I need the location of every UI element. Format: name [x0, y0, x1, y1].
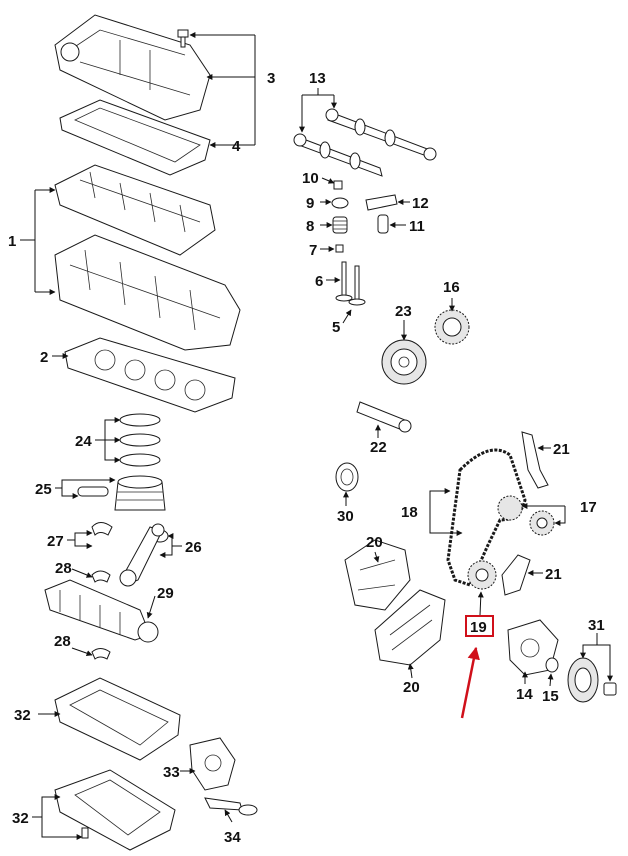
water-pump-gasket-part[interactable]	[545, 657, 559, 673]
highlight-box	[465, 615, 494, 637]
exhaust-sprocket-part[interactable]	[497, 495, 523, 521]
callout-3: 3	[267, 70, 275, 87]
chain-guide-lower-part[interactable]	[501, 554, 531, 596]
callout-31: 31	[588, 617, 605, 634]
main-bearing-upper-part[interactable]	[91, 570, 111, 583]
rod-bearing-part[interactable]	[91, 522, 113, 536]
lash-adjuster-part[interactable]	[377, 214, 389, 234]
callout-32b: 32	[12, 810, 29, 827]
cylinder-head-part[interactable]	[54, 164, 216, 256]
callout-16: 16	[443, 279, 460, 296]
callout-34: 34	[224, 829, 241, 846]
callout-1: 1	[8, 233, 16, 250]
leader-lines	[20, 35, 613, 840]
exhaust-valve-part[interactable]	[348, 265, 366, 306]
callout-4: 4	[232, 138, 241, 155]
crank-seal-part[interactable]	[335, 462, 359, 492]
crank-pulley-part[interactable]	[567, 657, 599, 703]
callout-28b: 28	[54, 633, 71, 650]
oil-control-solenoid-part[interactable]	[356, 401, 412, 433]
callout-19: 19	[470, 619, 487, 636]
callout-24: 24	[75, 433, 92, 450]
callout-25: 25	[35, 481, 52, 498]
callout-26: 26	[185, 539, 202, 556]
callout-29: 29	[157, 585, 174, 602]
timing-cover-inner-part[interactable]	[344, 539, 411, 611]
piston-pin-part[interactable]	[77, 486, 109, 497]
callout-12: 12	[412, 195, 429, 212]
rocker-arm-part[interactable]	[365, 194, 398, 211]
callout-14: 14	[516, 686, 533, 703]
callout-8: 8	[306, 218, 314, 235]
callout-23: 23	[395, 303, 412, 320]
callout-21b: 21	[545, 566, 562, 583]
callout-13: 13	[309, 70, 326, 87]
callout-11: 11	[409, 218, 425, 235]
camshaft-intake-part[interactable]	[325, 108, 437, 161]
valve-cover-bolt-part[interactable]	[177, 29, 189, 48]
valve-key-part[interactable]	[333, 180, 343, 190]
valve-seal-part[interactable]	[335, 244, 344, 253]
valve-spring-part[interactable]	[332, 216, 348, 234]
callout-33: 33	[163, 764, 180, 781]
callout-28a: 28	[55, 560, 72, 577]
cam-phaser-part[interactable]	[381, 339, 427, 385]
callout-7: 7	[309, 242, 317, 259]
engine-block-part[interactable]	[54, 234, 241, 351]
callout-18: 18	[401, 504, 418, 521]
callout-30: 30	[337, 508, 354, 525]
callout-labels: 1 2 3 4 5 6 7 8 9 10 11 12 13 14 15 16 1…	[8, 70, 605, 846]
callout-20a: 20	[366, 534, 383, 551]
callout-10: 10	[302, 170, 319, 187]
crank-pulley-bolt-part[interactable]	[603, 682, 617, 696]
oil-pan-lower-part[interactable]	[54, 769, 176, 851]
callout-32a: 32	[14, 707, 31, 724]
callout-21a: 21	[553, 441, 570, 458]
piston-part[interactable]	[114, 475, 166, 511]
timing-cover-outer-part[interactable]	[374, 589, 446, 666]
intake-valve-part[interactable]	[335, 261, 353, 302]
connecting-rod-part[interactable]	[119, 523, 165, 587]
oil-pan-upper-part[interactable]	[54, 677, 181, 761]
callout-15: 15	[542, 688, 559, 705]
oil-pump-part[interactable]	[189, 737, 236, 791]
camshaft-exhaust-part[interactable]	[293, 133, 383, 177]
valve-cover-gasket-part[interactable]	[59, 99, 211, 176]
callout-2: 2	[40, 349, 48, 366]
valve-spring-retainer-part[interactable]	[331, 197, 349, 209]
main-bearing-lower-part[interactable]	[91, 648, 111, 660]
callout-9: 9	[306, 195, 314, 212]
balance-sprocket-part[interactable]	[529, 510, 555, 536]
callout-27: 27	[47, 533, 64, 550]
valve-cover-part[interactable]	[54, 14, 211, 121]
crank-sprocket-part[interactable]	[467, 560, 497, 590]
callout-20b: 20	[403, 679, 420, 696]
piston-rings-part[interactable]	[119, 413, 161, 467]
callout-22: 22	[370, 439, 387, 456]
callout-5: 5	[332, 319, 340, 336]
head-gasket-part[interactable]	[64, 337, 236, 413]
crankshaft-part[interactable]	[44, 579, 159, 643]
chain-guide-upper-part[interactable]	[521, 431, 549, 489]
callout-6: 6	[315, 273, 323, 290]
cam-sprocket-part[interactable]	[434, 309, 470, 345]
highlight-arrow	[460, 646, 480, 719]
callout-17: 17	[580, 499, 597, 516]
oil-pickup-tube-part[interactable]	[204, 797, 258, 816]
